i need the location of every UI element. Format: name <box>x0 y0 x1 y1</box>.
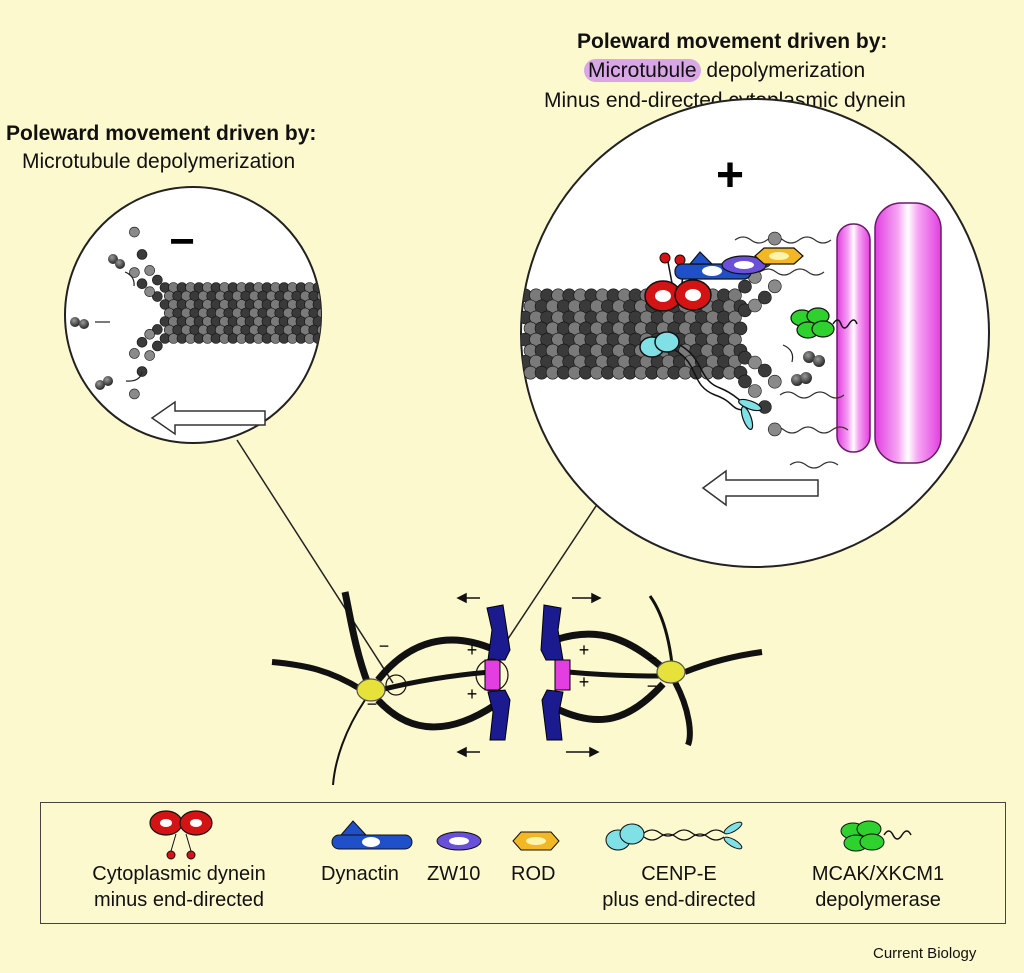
legend: Cytoplasmic dynein minus end-directed Dy… <box>40 802 1006 924</box>
left-poleward-arrow <box>150 400 266 436</box>
right-plus-sign: + <box>716 149 744 202</box>
cenpe-legend-icon <box>605 821 743 851</box>
mitotic-spindle: − − + + + + − − <box>271 591 763 786</box>
spindle-plus-2: + <box>467 684 478 704</box>
spindle-plus-1: + <box>467 640 478 660</box>
spindle-plus-3: + <box>579 640 590 660</box>
legend-icons <box>149 810 912 860</box>
right-subheading-1-rest: depolymerization <box>700 59 866 82</box>
zw10-legend-icon <box>436 831 482 851</box>
cenpe-motor <box>639 331 762 430</box>
dynein-label-line2: minus end-directed <box>93 889 265 911</box>
inner-kinetochore-plate <box>836 223 871 453</box>
corona-fibers <box>734 236 849 469</box>
spindle-minus-3: − <box>647 648 658 668</box>
dynein-legend-icon <box>149 810 213 860</box>
mcak-legend-icon <box>840 820 912 852</box>
zw10-legend-label: ZW10 <box>427 863 481 885</box>
right-poleward-arrow <box>701 469 819 507</box>
left-microtubule <box>129 226 321 400</box>
right-free-dimers <box>782 344 825 386</box>
right-spindle-pole <box>656 660 686 684</box>
right-heading: Poleward movement driven by: <box>577 30 888 53</box>
spindle-minus-1: − <box>379 636 390 656</box>
rod-legend-icon <box>512 831 560 851</box>
highlighted-word: Microtubule <box>584 59 701 82</box>
dynein-motor <box>644 252 712 312</box>
spindle-plus-4: + <box>579 672 590 692</box>
spindle-minus-4: − <box>647 676 658 696</box>
cenpe-label-line1: CENP-E <box>641 863 717 885</box>
dynein-legend-label: Cytoplasmic dynein minus end-directed <box>79 861 279 913</box>
left-free-dimers <box>70 254 143 390</box>
mcak-depolymerase <box>790 307 858 339</box>
left-heading: Poleward movement driven by: <box>6 122 317 145</box>
left-minus-sign: − <box>169 217 195 266</box>
mcak-label-line1: MCAK/XKCM1 <box>811 863 945 885</box>
journal-credit: Current Biology <box>873 945 977 962</box>
right-subheading-1: Microtubule depolymerization <box>584 59 865 83</box>
left-zoom-circle: − <box>64 186 322 444</box>
right-zoom-circle: + <box>520 98 990 568</box>
dynactin-complex <box>674 247 804 280</box>
left-spindle-pole <box>356 678 386 702</box>
spindle-minus-2: − <box>367 694 378 714</box>
left-zoom-line <box>236 439 394 684</box>
dynactin-legend-icon <box>331 820 413 850</box>
dynein-label-line1: Cytoplasmic dynein <box>92 863 266 885</box>
mcak-legend-label: MCAK/XKCM1 depolymerase <box>793 861 963 913</box>
mcak-label-line2: depolymerase <box>815 889 941 911</box>
rod-legend-label: ROD <box>511 863 556 885</box>
left-subheading: Microtubule depolymerization <box>22 150 296 173</box>
dynactin-legend-label: Dynactin <box>321 863 399 885</box>
cenpe-label-line2: plus end-directed <box>602 889 756 911</box>
outer-kinetochore-plate <box>874 202 942 464</box>
cenpe-legend-label: CENP-E plus end-directed <box>579 861 779 913</box>
right-zoom-line <box>489 496 603 667</box>
